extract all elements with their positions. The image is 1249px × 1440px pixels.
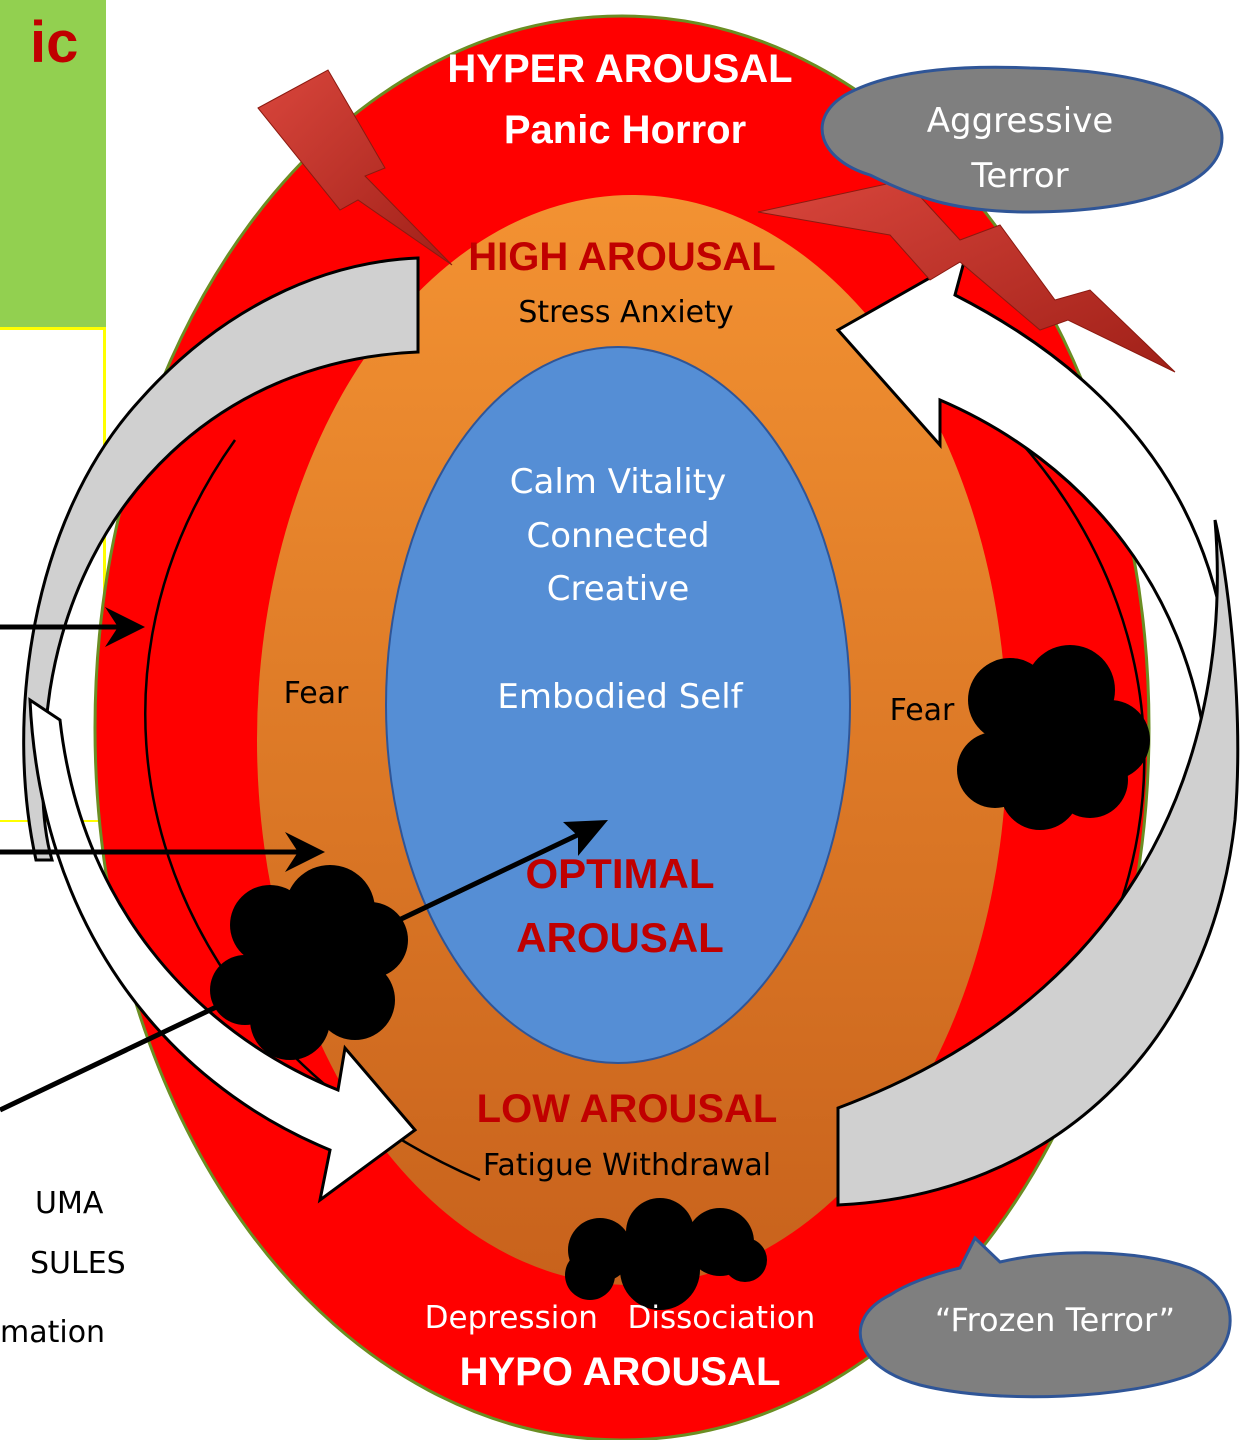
right-curved-arrow (836, 519, 1240, 1207)
aggressive-terror-line2: Terror (970, 156, 1068, 196)
low-arousal-subtitle: Fatigue Withdrawal (483, 1148, 771, 1183)
left-fragment-line2: SULES (30, 1246, 126, 1281)
hyper-arousal-title: HYPER AROUSAL (447, 47, 792, 91)
arrow-to-optimal (0, 820, 608, 1113)
left-panel-green (0, 0, 106, 327)
optimal-arousal-title-2: AROUSAL (516, 914, 724, 961)
fear-left-label: Fear (284, 676, 349, 711)
left-curved-arrow (22, 256, 420, 862)
embodied-self-label: Embodied Self (497, 677, 743, 717)
optimal-line-1: Calm Vitality (510, 462, 726, 502)
optimal-line-2: Connected (526, 516, 709, 556)
arrow-to-hyper (0, 607, 145, 647)
fear-right-label: Fear (890, 693, 955, 728)
cloud-blob-right (957, 645, 1150, 830)
aggressive-terror-callout (820, 65, 1224, 214)
lightning-bolt-left (257, 69, 453, 266)
left-fragment-line1: UMA (35, 1186, 104, 1221)
aggressive-terror-line1: Aggressive (927, 101, 1114, 141)
cloud-blob-left (210, 865, 408, 1060)
right-upper-arrow (835, 254, 1235, 792)
low-arousal-title: LOW AROUSAL (477, 1087, 778, 1131)
hypo-arousal-subtitle: Depression Dissociation (425, 1300, 816, 1336)
left-panel-title-fragment: ic (30, 10, 78, 75)
left-fragment-line3: mation (0, 1315, 105, 1350)
optimal-arousal-zone (385, 346, 851, 1064)
frozen-terror-label: “Frozen Terror” (935, 1301, 1175, 1339)
high-arousal-title: HIGH AROUSAL (468, 235, 775, 279)
optimal-line-3: Creative (547, 569, 690, 609)
optimal-arousal-title-1: OPTIMAL (526, 850, 715, 897)
cloud-blob-bottom (565, 1198, 767, 1310)
hyper-arousal-subtitle: Panic Horror (504, 108, 746, 152)
left-lower-arrow (28, 697, 418, 1204)
arrow-to-fear (0, 832, 325, 872)
lightning-bolt-right (757, 179, 1176, 373)
high-arousal-subtitle: Stress Anxiety (518, 295, 733, 330)
frozen-terror-callout (858, 1235, 1232, 1399)
hypo-arousal-title: HYPO AROUSAL (460, 1350, 781, 1394)
